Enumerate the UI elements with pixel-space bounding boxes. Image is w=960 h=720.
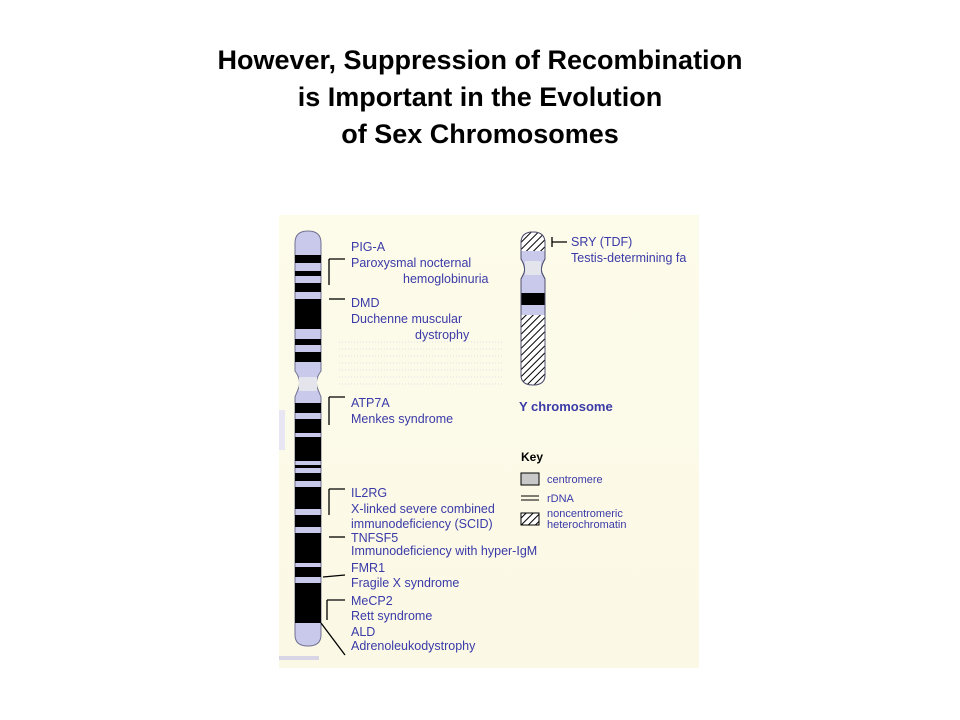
- y-heterochromatin: [521, 315, 545, 385]
- x-band: [295, 339, 321, 345]
- x-band: [295, 465, 321, 468]
- bracket-mecp2: [326, 599, 345, 620]
- x-band: [295, 533, 321, 563]
- gene-disease: Paroxysmal nocternal: [351, 256, 471, 270]
- legend-label: centromere: [547, 474, 603, 486]
- x-band: [295, 352, 321, 362]
- heterochromatin-swatch: [520, 512, 540, 526]
- bracket-il2rg: [328, 488, 345, 515]
- slide-title: However, Suppression of Recombination is…: [0, 42, 960, 153]
- gene-symbol: IL2RG: [351, 486, 387, 500]
- bracket-fmr1: [322, 574, 346, 578]
- x-gene-brackets: [320, 258, 346, 656]
- x-centromere: [299, 377, 317, 391]
- gene-symbol: ATP7A: [351, 396, 390, 410]
- title-line-3: of Sex Chromosomes: [341, 119, 619, 149]
- x-band: [295, 473, 321, 481]
- gene-disease: hemoglobinuria: [403, 272, 489, 286]
- bracket-atp7a: [328, 396, 345, 425]
- gene-disease: Testis-determining fa: [571, 251, 686, 265]
- bracket-pig-a: [328, 258, 345, 285]
- gene-symbol: FMR1: [351, 561, 385, 575]
- gene-disease: X-linked severe combined: [351, 502, 495, 516]
- gene-symbol: PIG-A: [351, 240, 386, 254]
- gene-disease: dystrophy: [415, 328, 470, 342]
- gene-disease: Fragile X syndrome: [351, 576, 459, 590]
- guide-lines: [339, 341, 503, 385]
- x-chromosome: [294, 230, 322, 647]
- gene-symbol: TNFSF5: [351, 531, 398, 545]
- x-gene-labels: PIG-A Paroxysmal nocternal hemoglobinuri…: [351, 240, 537, 653]
- chromosome-figure: PIG-A Paroxysmal nocternal hemoglobinuri…: [279, 215, 699, 668]
- title-line-2: is Important in the Evolution: [297, 82, 663, 112]
- x-band: [295, 299, 321, 329]
- x-band: [295, 515, 321, 527]
- gene-symbol: DMD: [351, 296, 379, 310]
- y-band: [521, 293, 545, 305]
- x-band: [295, 255, 321, 263]
- x-band: [295, 403, 321, 413]
- y-chromosome: [520, 231, 546, 386]
- y-heterochromatin-top: [521, 232, 545, 251]
- y-centromere: [525, 261, 541, 275]
- x-band: [295, 583, 321, 623]
- title-line-1: However, Suppression of Recombination: [217, 45, 743, 75]
- y-chromosome-label: Y chromosome: [519, 399, 613, 414]
- bracket-sry: [551, 237, 567, 247]
- y-gene-labels: SRY (TDF) Testis-determining fa: [571, 235, 686, 265]
- x-band: [295, 437, 321, 461]
- legend-title: Key: [521, 450, 543, 464]
- legend-label: rDNA: [547, 493, 575, 505]
- gene-disease: Duchenne muscular: [351, 312, 462, 326]
- centromere-swatch: [520, 472, 540, 486]
- legend-label: heterochromatin: [547, 519, 627, 531]
- legend: Key centromere rDNA noncentromeric heter…: [520, 450, 627, 531]
- cropped-remnant: [279, 656, 319, 660]
- x-band: [295, 271, 321, 276]
- gene-symbol: ALD: [351, 625, 375, 639]
- gene-symbol: SRY (TDF): [571, 235, 632, 249]
- bracket-ald: [320, 622, 346, 656]
- gene-symbol: MeCP2: [351, 594, 393, 608]
- legend-label: noncentromeric: [547, 508, 623, 520]
- x-band: [295, 283, 321, 292]
- margin-shade: [279, 410, 285, 450]
- gene-disease: immunodeficiency (SCID): [351, 517, 493, 531]
- gene-disease: Rett syndrome: [351, 609, 432, 623]
- x-band: [295, 419, 321, 433]
- x-band: [295, 487, 321, 509]
- gene-disease: Menkes syndrome: [351, 412, 453, 426]
- gene-disease: Adrenoleukodystrophy: [351, 639, 476, 653]
- gene-disease: Immunodeficiency with hyper-IgM: [351, 544, 537, 558]
- x-band: [295, 567, 321, 577]
- chromosome-diagram: PIG-A Paroxysmal nocternal hemoglobinuri…: [279, 230, 686, 660]
